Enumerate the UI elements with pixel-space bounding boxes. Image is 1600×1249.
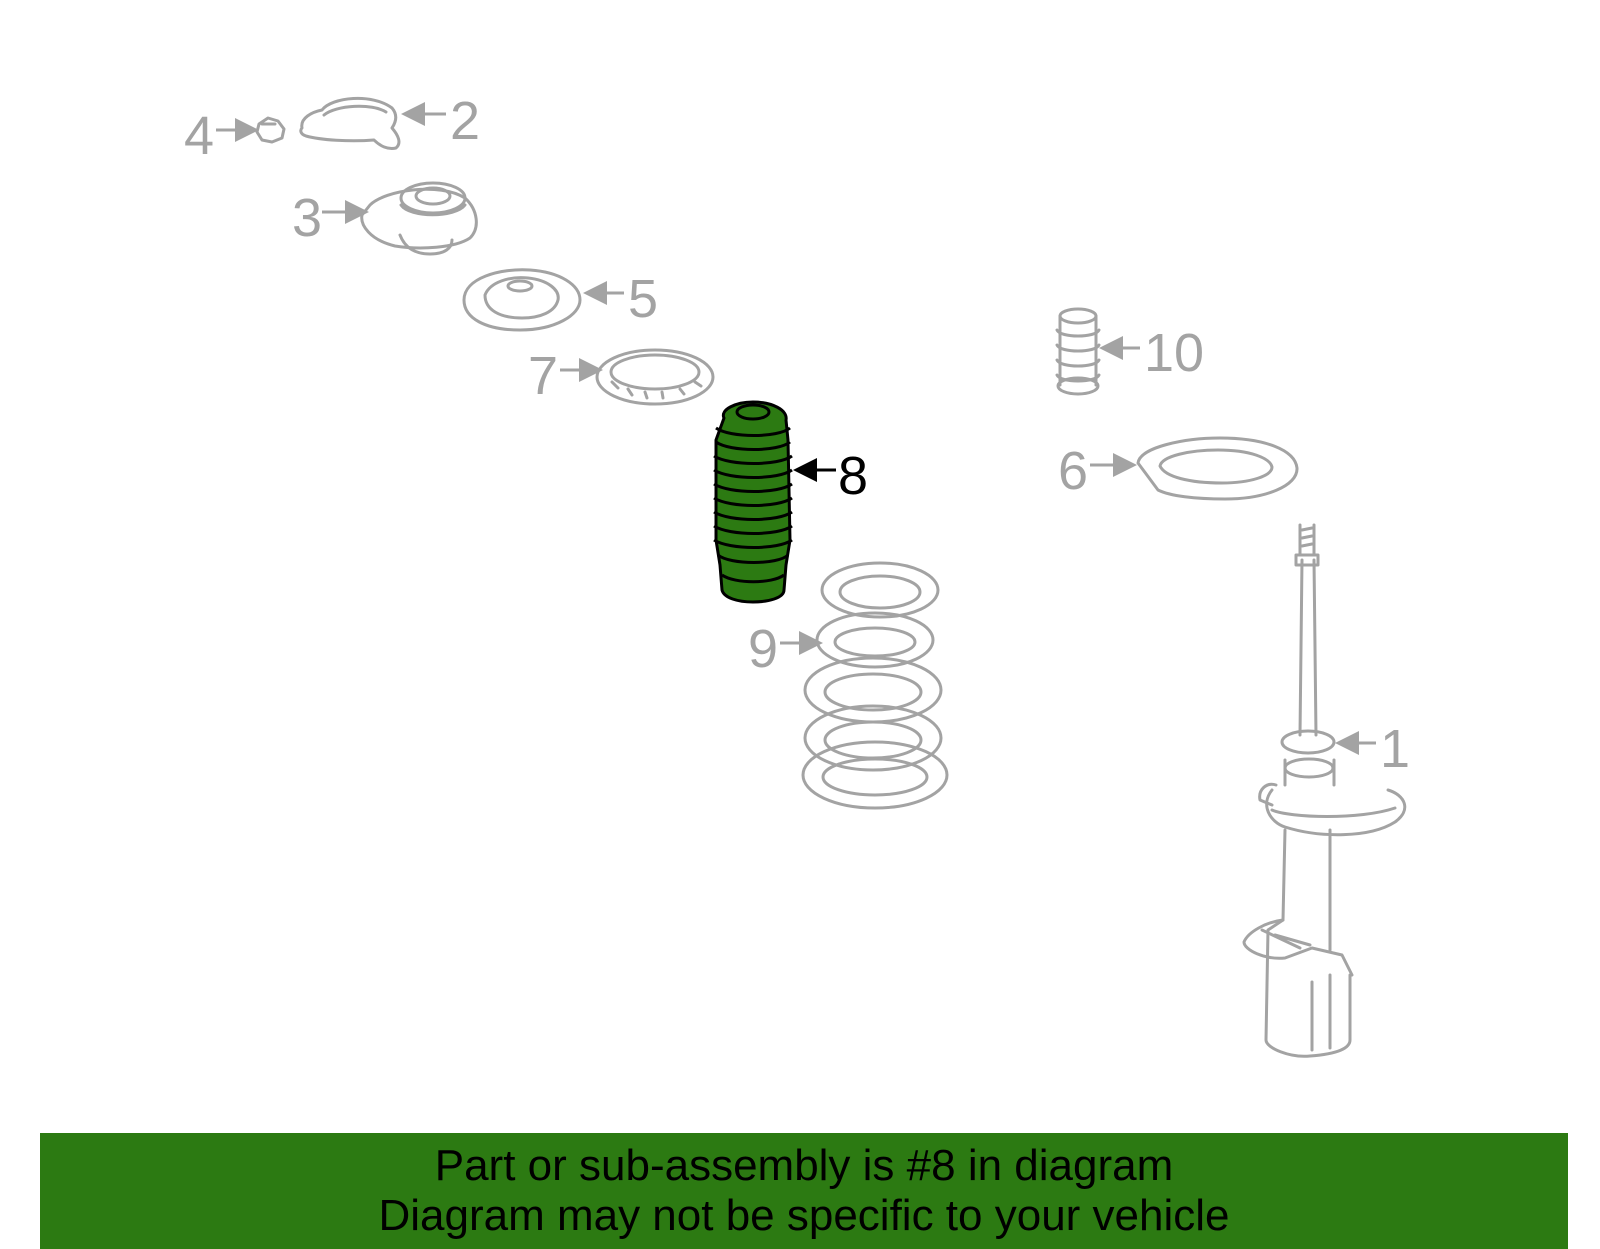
part-7-bearing[interactable] xyxy=(595,348,715,406)
part-10-bump-stop[interactable] xyxy=(1055,307,1101,396)
banner-line-1: Part or sub-assembly is #8 in diagram xyxy=(434,1141,1174,1190)
part-6-lower-seat[interactable] xyxy=(1136,436,1299,501)
callout-6: 6 xyxy=(1058,441,1088,501)
part-2-cap[interactable] xyxy=(299,96,401,150)
part-9-coil-spring[interactable] xyxy=(801,561,949,810)
callout-1: 1 xyxy=(1380,719,1410,779)
callout-5: 5 xyxy=(628,269,658,329)
callout-10: 10 xyxy=(1144,323,1204,383)
callout-9: 9 xyxy=(748,619,778,679)
part-8-dust-boot[interactable] xyxy=(713,400,793,604)
part-4-nut[interactable] xyxy=(255,116,286,144)
part-5-upper-seat[interactable] xyxy=(462,268,582,332)
part-1-strut[interactable] xyxy=(1242,523,1407,1058)
callout-8: 8 xyxy=(838,446,868,506)
callout-4: 4 xyxy=(184,106,214,166)
banner-line-2: Diagram may not be specific to your vehi… xyxy=(378,1191,1230,1240)
part-3-upper-mount[interactable] xyxy=(360,181,478,256)
callout-7: 7 xyxy=(528,346,558,406)
info-banner: Part or sub-assembly is #8 in diagram Di… xyxy=(40,1133,1568,1249)
callout-2: 2 xyxy=(450,91,480,151)
callout-3: 3 xyxy=(292,188,322,248)
